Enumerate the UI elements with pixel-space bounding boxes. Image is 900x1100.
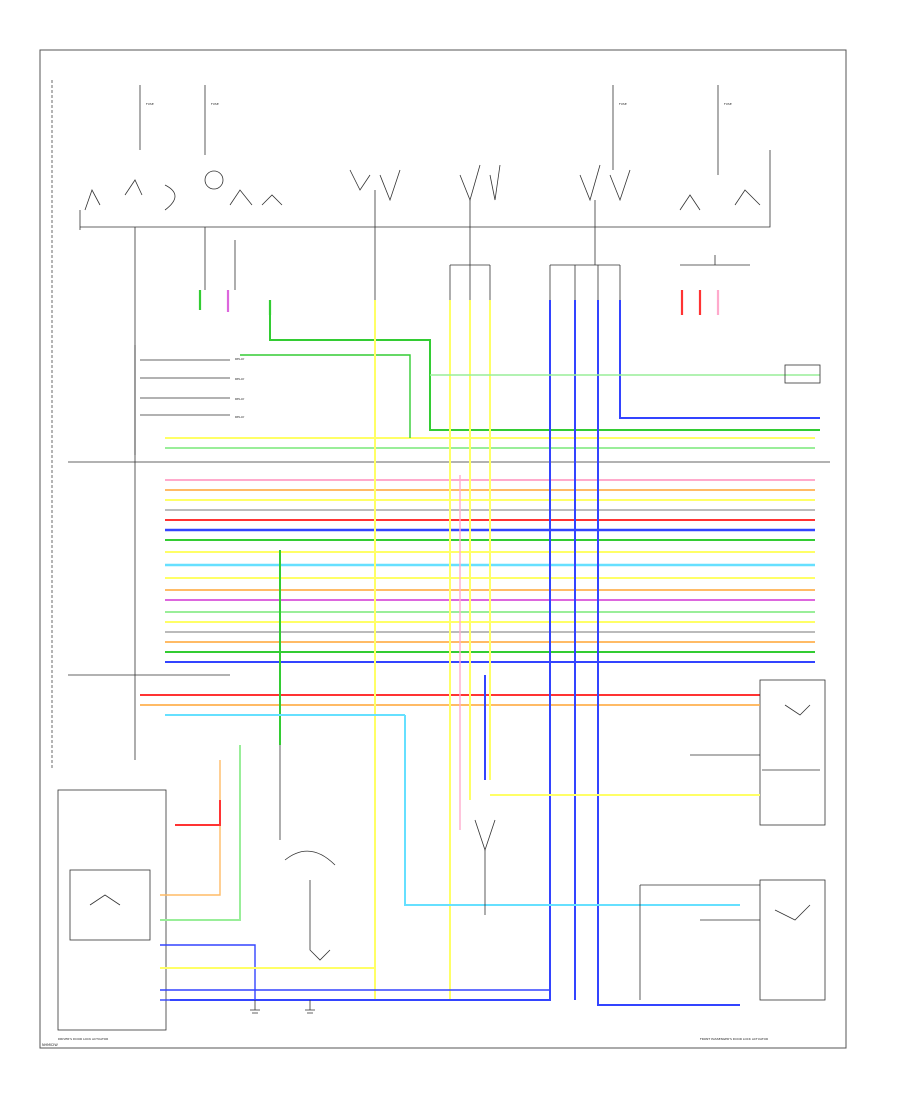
fuse-column-3: FUSE: [612, 85, 627, 170]
driver-door-lock-label: DRIVER'S DOOR LOCK ACTUATOR: [58, 1037, 108, 1041]
svg-text:RELAY: RELAY: [235, 415, 245, 419]
fuse-column-2: FUSE: [204, 85, 219, 155]
fuse-label: FUSE: [211, 102, 219, 106]
ground-symbols: [250, 1000, 315, 1014]
svg-text:RELAY: RELAY: [235, 377, 245, 381]
top-fuse-section: FUSE FUSE FUSE FUSE: [79, 85, 771, 455]
driver-door-switch-box: [57, 789, 167, 1031]
corner-note: NHM02W: [42, 1043, 58, 1047]
fuse-label: FUSE: [146, 102, 154, 106]
right-door-switch-box: [759, 679, 826, 826]
svg-text:RELAY: RELAY: [235, 357, 245, 361]
bus-drops: [134, 190, 750, 455]
fuse-column-4: FUSE: [717, 85, 732, 175]
fuse-column-1: FUSE: [139, 85, 154, 150]
passenger-door-lock-label: FRONT PASSENGER'S DOOR LOCK ACTUATOR: [700, 1037, 768, 1041]
diagram-frame: [39, 49, 847, 1049]
fuse-label: FUSE: [724, 102, 732, 106]
right-relay: [784, 364, 821, 384]
front-passenger-door-lock-box: [759, 879, 826, 1001]
svg-text:RELAY: RELAY: [235, 397, 245, 401]
harness-lines: [140, 437, 815, 706]
switch-row: [84, 164, 761, 211]
vertical-harness: [165, 300, 820, 1006]
connector-drops: [198, 290, 720, 315]
fuse-label: FUSE: [619, 102, 627, 106]
